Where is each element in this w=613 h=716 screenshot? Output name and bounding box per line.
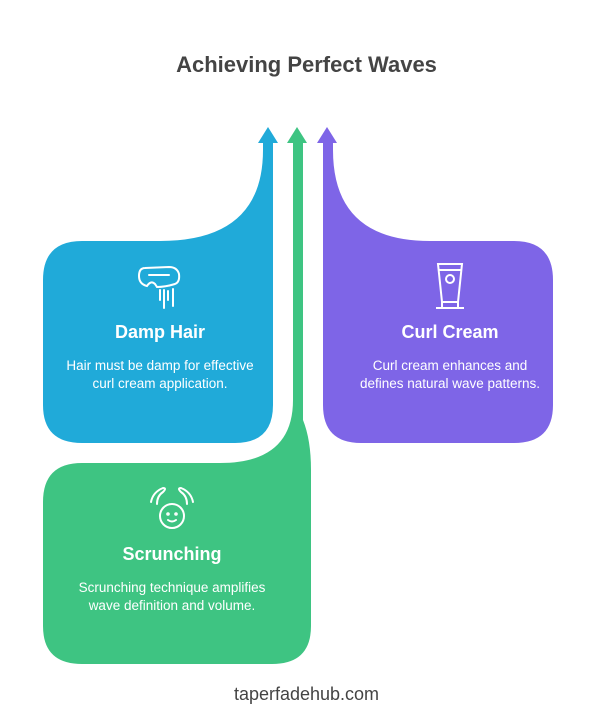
curl-cream-shape bbox=[317, 127, 553, 443]
hands-on-head-icon bbox=[150, 486, 194, 529]
card-curl-cream: Curl Cream Curl cream enhances and defin… bbox=[350, 262, 550, 393]
card-title: Damp Hair bbox=[114, 322, 206, 342]
card-text: Curl cream enhances and defines natural … bbox=[359, 358, 541, 391]
cream-tube-icon bbox=[436, 263, 464, 309]
card-title: Curl Cream bbox=[401, 322, 499, 342]
damp-hair-shape bbox=[43, 127, 278, 443]
card-text: Scrunching technique amplifies wave defi… bbox=[78, 580, 266, 613]
footer-source: taperfadehub.com bbox=[233, 684, 380, 704]
card-scrunching: Scrunching Scrunching technique amplifie… bbox=[72, 484, 272, 615]
diagram-title: Achieving Perfect Waves bbox=[176, 52, 437, 77]
card-damp-hair: Damp Hair Hair must be damp for effectiv… bbox=[60, 262, 260, 393]
card-title: Scrunching bbox=[122, 544, 222, 564]
shower-head-icon bbox=[137, 265, 181, 309]
card-text: Hair must be damp for effective curl cre… bbox=[66, 358, 254, 391]
scrunching-shape bbox=[43, 127, 311, 664]
